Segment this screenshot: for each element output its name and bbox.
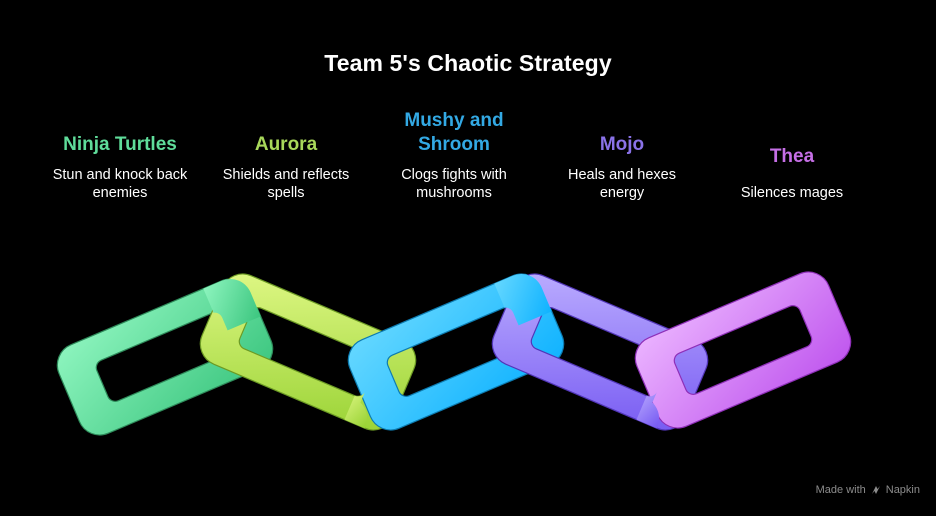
member-description: Stun and knock back enemies: [30, 166, 210, 202]
page-title: Team 5's Chaotic Strategy: [324, 50, 612, 76]
member-name: Aurora: [196, 133, 376, 157]
member-name-line: Thea: [769, 146, 815, 167]
napkin-logo-icon: [871, 486, 880, 494]
member-name: Ninja Turtles: [30, 133, 210, 157]
member-description-line: Heals and hexes: [567, 167, 676, 183]
member-mushy-and-shroom: Mushy and Shroom Clogs fights with mushr…: [364, 109, 544, 202]
member-description-line: Silences mages: [740, 185, 844, 201]
member-description: Heals and hexes energy: [532, 166, 712, 202]
chain-link-icon: [634, 271, 852, 429]
member-name: Thea: [702, 145, 882, 169]
napkin-brand: Napkin: [885, 484, 920, 496]
member-description-line: enemies: [92, 185, 148, 201]
member-description: Shields and reflects spells: [196, 166, 376, 202]
member-description-line: energy: [599, 185, 645, 201]
made-with-credit[interactable]: Made with Napkin: [816, 484, 920, 496]
member-description: Clogs fights with mushrooms: [364, 166, 544, 202]
member-thea: Thea Silences mages: [702, 145, 882, 202]
member-aurora: Aurora Shields and reflects spells: [196, 133, 376, 202]
member-description-line: Shields and reflects: [222, 167, 350, 183]
member-description-line: spells: [267, 185, 305, 201]
member-name-line: Aurora: [254, 134, 318, 155]
member-name: Mushy and Shroom: [364, 109, 544, 157]
member-name-line: Mojo: [599, 134, 645, 155]
member-description-line: Stun and knock back: [52, 167, 188, 183]
member-name-line: Ninja Turtles: [63, 134, 177, 155]
member-description-line: mushrooms: [416, 185, 492, 201]
member-name-line: Mushy and: [404, 110, 504, 131]
member-ninja-turtles: Ninja Turtles Stun and knock back enemie…: [30, 133, 210, 202]
member-mojo: Mojo Heals and hexes energy: [532, 133, 712, 202]
member-name-line: Shroom: [418, 134, 490, 155]
member-description-line: Clogs fights with: [401, 167, 507, 183]
member-name: Mojo: [532, 133, 712, 157]
member-description: Silences mages: [702, 184, 882, 202]
made-with-label: Made with: [815, 484, 866, 496]
